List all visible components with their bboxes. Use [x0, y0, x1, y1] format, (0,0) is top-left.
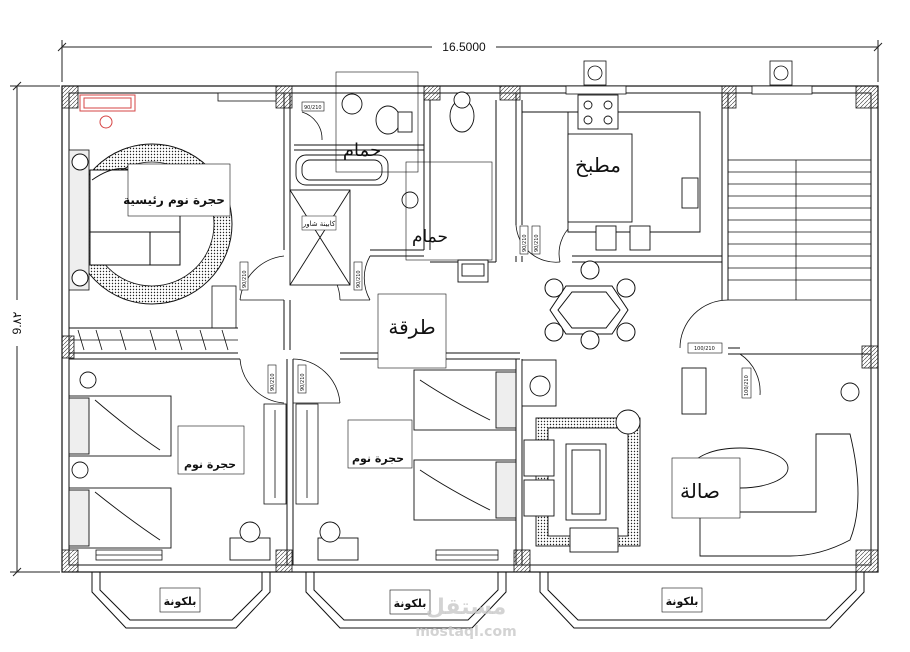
bath-1-label: حمام: [343, 140, 381, 161]
wardrobe-row: [69, 285, 238, 351]
bath-2-label: حمام: [412, 227, 448, 247]
bedroom-2-label: حجرة نوم: [352, 452, 404, 465]
corridor-label: طرقة: [388, 315, 435, 339]
svg-text:90/210: 90/210: [534, 234, 540, 252]
door-tag-9: 100/210: [741, 367, 752, 399]
bedroom-2-beds: [317, 359, 557, 561]
outer-walls: [61, 85, 879, 573]
watermark-brand: مستقل: [426, 595, 506, 620]
bedroom-1-beds: [68, 371, 271, 561]
windows: [95, 85, 813, 561]
balconies: [91, 572, 865, 629]
width-dimension-label: 16.5000: [442, 40, 486, 54]
bathroom-1-fixtures: [289, 93, 413, 286]
svg-text:90/210: 90/210: [522, 234, 528, 252]
hall-label: صالة: [680, 479, 720, 503]
watermark-domain: mostaql.com: [415, 624, 516, 640]
svg-text:100/210: 100/210: [744, 375, 750, 396]
fan-icon: [583, 60, 793, 86]
door-tag-6: 90/210: [519, 225, 529, 255]
bathroom-2-fixtures: [401, 91, 489, 283]
balcony-2-label: بلكونة: [394, 597, 427, 610]
door-tag-3: 90/210: [267, 364, 277, 394]
balcony-3-label: بلكونة: [666, 595, 699, 608]
svg-text:90/210: 90/210: [304, 105, 322, 111]
door-tag-1: 90/210: [239, 261, 249, 291]
kitchen-counter: [522, 94, 701, 251]
balcony-1-label: بلكونة: [164, 595, 197, 608]
master-bedroom-label: حجرة نوم رئيسية: [123, 193, 225, 208]
desk: [79, 94, 136, 129]
svg-text:90/210: 90/210: [242, 270, 248, 288]
door-tag-2: 90/210: [353, 261, 363, 291]
door-tag-4: 90/210: [297, 364, 307, 394]
wall-columns: [61, 85, 879, 573]
dining-table: [544, 260, 636, 350]
svg-text:100/210: 100/210: [694, 346, 715, 352]
shower-cabin-label: كابينة شاور: [302, 220, 336, 228]
svg-text:90/210: 90/210: [356, 270, 362, 288]
hall-furniture: [523, 367, 860, 557]
staircase: [727, 159, 872, 301]
height-dimension-label: 9.٨٢: [10, 312, 24, 335]
center-wardrobes: [263, 403, 319, 505]
kitchen-label: مطبخ: [575, 153, 621, 177]
svg-text:90/210: 90/210: [300, 373, 306, 391]
door-tag-5: 90/210: [301, 101, 325, 112]
bedroom-1-label: حجرة نوم: [184, 458, 236, 471]
door-tag-8: 100/210: [687, 342, 723, 354]
svg-text:90/210: 90/210: [270, 373, 276, 391]
door-tag-7: 90/210: [531, 225, 541, 255]
